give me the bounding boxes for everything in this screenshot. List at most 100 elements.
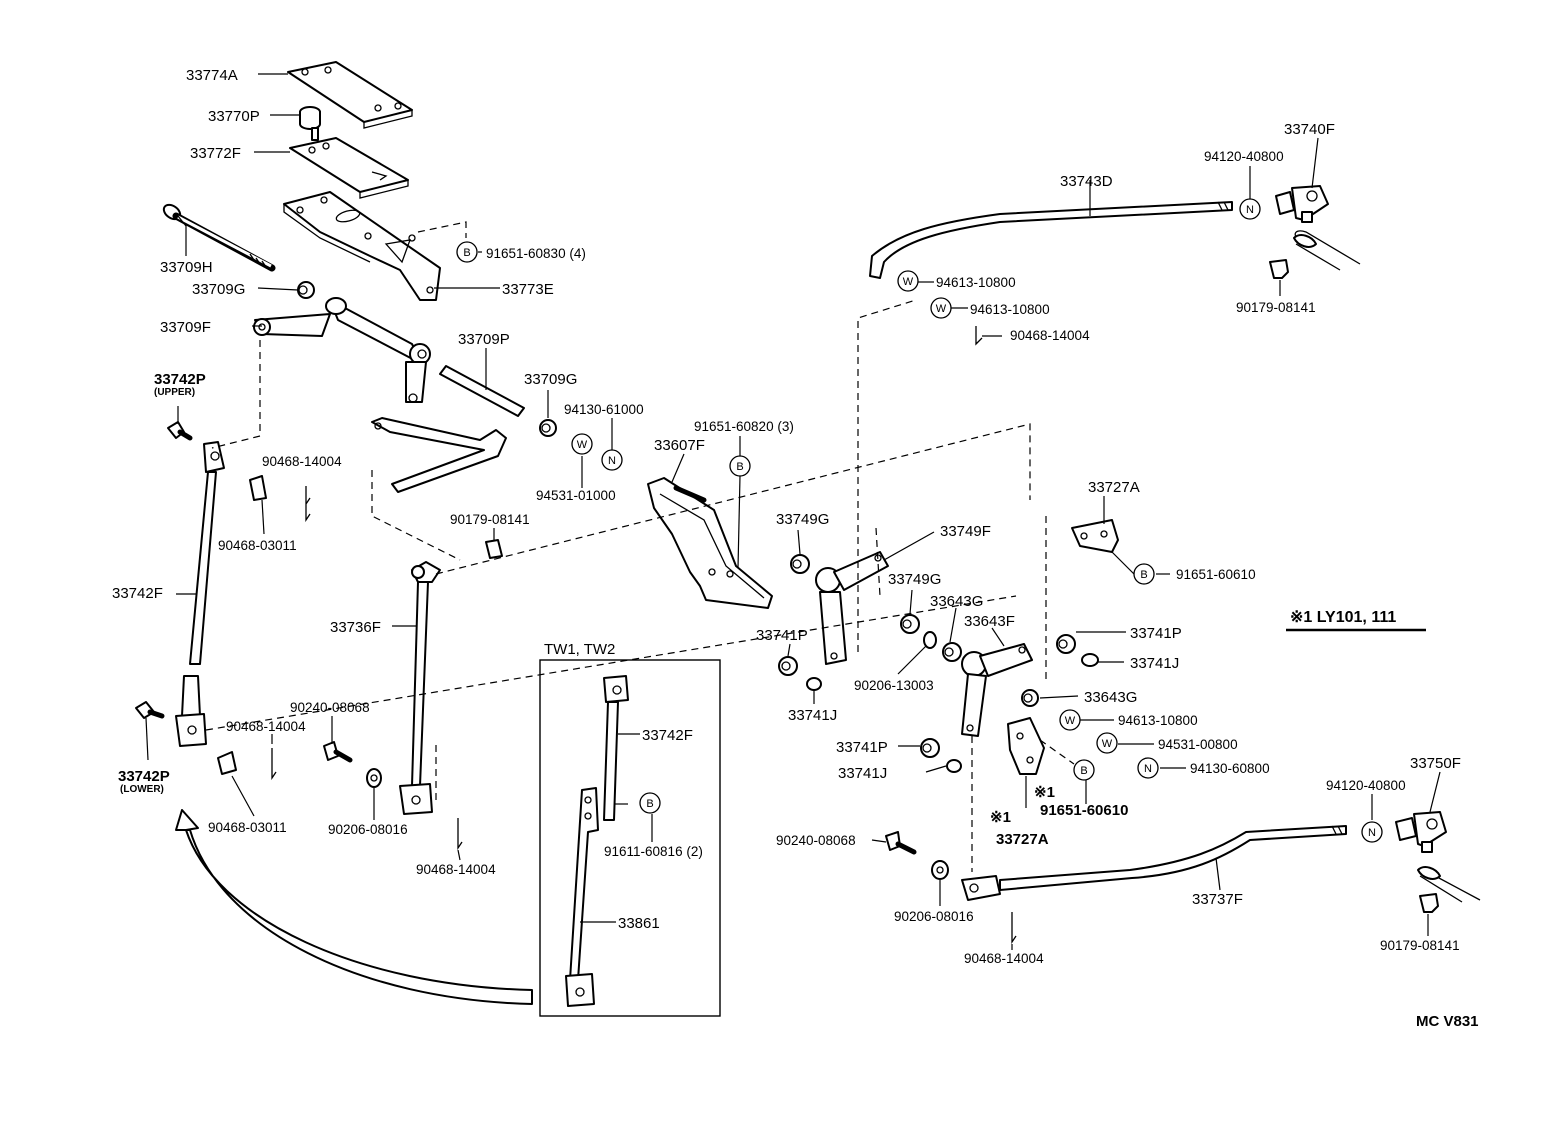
label-33750F: 33750F bbox=[1410, 755, 1461, 772]
label-94120-40800-a: 94120-40800 bbox=[1204, 149, 1284, 164]
label-33727A-a: 33727A bbox=[1088, 479, 1140, 496]
clip-90468-03011-b bbox=[217, 751, 237, 775]
rod-33861 bbox=[565, 787, 599, 1007]
label-lower: (LOWER) bbox=[120, 784, 164, 795]
bushing-33643G-b bbox=[1021, 689, 1039, 707]
label-90468-14004-b: 90468-14004 bbox=[226, 719, 306, 734]
diagram-code: MC V831 bbox=[1416, 1013, 1479, 1030]
bushing-33709G-lower bbox=[539, 419, 557, 437]
symbol-bolt-91611-60816: B bbox=[639, 792, 661, 814]
rod-33742F-inset bbox=[603, 675, 629, 821]
label-33770P: 33770P bbox=[208, 108, 260, 125]
rod-33743D bbox=[869, 201, 1233, 279]
bushing-33741P-b bbox=[1056, 634, 1076, 654]
label-90468-14004-c: 90468-14004 bbox=[416, 862, 496, 877]
symbol-washer-94613-10800-c: W bbox=[1059, 709, 1081, 731]
symbol-washer-94613-10800-a: W bbox=[897, 270, 919, 292]
svg-text:W: W bbox=[903, 276, 914, 288]
label-33740F: 33740F bbox=[1284, 121, 1335, 138]
label-94613-10800-c: 94613-10800 bbox=[1118, 713, 1198, 728]
symbol-bolt-91651-60610-a: B bbox=[1133, 563, 1155, 585]
label-33741P-a: 33741P bbox=[756, 627, 808, 644]
legend: ※1 LY101, 111 bbox=[1286, 609, 1426, 632]
label-90240-08068-b: 90240-08068 bbox=[776, 833, 856, 848]
svg-text:W: W bbox=[1065, 715, 1076, 727]
label-33749F: 33749F bbox=[940, 523, 991, 540]
bushing-33749G-b bbox=[900, 614, 920, 634]
washer-90206-13003 bbox=[923, 631, 937, 649]
svg-text:N: N bbox=[1368, 827, 1376, 839]
label-91651-60820: 91651-60820 (3) bbox=[694, 419, 794, 434]
leader-lines bbox=[145, 73, 1441, 950]
label-33774A: 33774A bbox=[186, 67, 238, 84]
label-94130-60800: 94130-60800 bbox=[1190, 761, 1270, 776]
lever-33749F bbox=[815, 551, 889, 665]
label-90179-08141-b: 90179-08141 bbox=[1236, 300, 1316, 315]
bushing-33741P-a bbox=[778, 656, 798, 676]
label-94613-10800-b: 94613-10800 bbox=[970, 302, 1050, 317]
label-33643F: 33643F bbox=[964, 613, 1015, 630]
bushing-33770P bbox=[299, 106, 321, 130]
bolt-90240-08068-b bbox=[885, 831, 917, 855]
nut-90179-08141-a bbox=[485, 539, 503, 559]
label-91651-60830: 91651-60830 (4) bbox=[486, 246, 586, 261]
direction-arrow bbox=[175, 809, 533, 1005]
svg-text:N: N bbox=[608, 455, 616, 467]
washer-90206-08016-a bbox=[366, 768, 382, 788]
svg-text:B: B bbox=[736, 461, 743, 473]
pin-90468-14004-d bbox=[975, 326, 983, 346]
label-33709G-a: 33709G bbox=[192, 281, 245, 298]
assembly-lines bbox=[205, 221, 1075, 872]
label-90468-03011-a: 90468-03011 bbox=[218, 538, 297, 553]
label-33742F-a: 33742F bbox=[112, 585, 163, 602]
label-33741J-a: 33741J bbox=[788, 707, 837, 724]
label-90206-08016-b: 90206-08016 bbox=[894, 909, 974, 924]
pin-33709P bbox=[439, 365, 525, 417]
label-33709F: 33709F bbox=[160, 319, 211, 336]
label-33607F: 33607F bbox=[654, 437, 705, 454]
balljoint-33750F bbox=[1395, 811, 1447, 853]
symbol-nut-94120-40800-b: N bbox=[1361, 821, 1383, 843]
washer-lower-right bbox=[1417, 866, 1481, 903]
label-33741J-b: 33741J bbox=[1130, 655, 1179, 672]
washer-upper-right bbox=[1293, 230, 1361, 271]
label-90468-14004-a: 90468-14004 bbox=[262, 454, 342, 469]
pin-90468-14004-a bbox=[305, 486, 311, 523]
svg-text:W: W bbox=[1102, 738, 1113, 750]
label-90468-03011-b: 90468-03011 bbox=[208, 820, 287, 835]
label-33773E: 33773E bbox=[502, 281, 554, 298]
bolt-33742P-lower bbox=[135, 701, 165, 719]
label-91651-60610-a: 91651-60610 bbox=[1176, 567, 1256, 582]
pin-90468-14004-e bbox=[1011, 912, 1017, 945]
bushing-33709G-upper bbox=[297, 281, 315, 299]
label-33709P: 33709P bbox=[458, 331, 510, 348]
label-90468-14004-e: 90468-14004 bbox=[964, 951, 1044, 966]
label-33709H: 33709H bbox=[160, 259, 213, 276]
pin-90468-14004-b bbox=[271, 748, 277, 781]
label-94120-40800-b: 94120-40800 bbox=[1326, 778, 1406, 793]
mark-ly-lower: ※1 bbox=[990, 809, 1011, 826]
symbol-washer-94531-00800: W bbox=[1096, 732, 1118, 754]
label-33727A-b: 33727A bbox=[996, 831, 1049, 848]
rod-33736F bbox=[399, 561, 441, 815]
svg-text:B: B bbox=[1080, 765, 1087, 777]
bushing-33741J-a bbox=[806, 677, 822, 691]
lever-33709F bbox=[253, 297, 431, 403]
label-94531-01000: 94531-01000 bbox=[536, 488, 616, 503]
label-94531-00800: 94531-00800 bbox=[1158, 737, 1238, 752]
label-90206-08016-a: 90206-08016 bbox=[328, 822, 408, 837]
bracket-33727A-lower bbox=[1007, 717, 1045, 775]
bracket-33773E bbox=[283, 191, 441, 301]
lever-33643F bbox=[961, 643, 1033, 737]
label-33743D: 33743D bbox=[1060, 173, 1113, 190]
label-33749G-a: 33749G bbox=[776, 511, 829, 528]
label-90179-08141-c: 90179-08141 bbox=[1380, 938, 1460, 953]
label-90240-08068-a: 90240-08068 bbox=[290, 700, 370, 715]
plate-33607F bbox=[647, 477, 773, 609]
label-33643G-a: 33643G bbox=[930, 593, 983, 610]
symbol-washer-94613-10800-b: W bbox=[930, 297, 952, 319]
nut-90179-08141-b bbox=[1269, 259, 1289, 279]
svg-text:N: N bbox=[1144, 763, 1152, 775]
symbol-washer-94531-01000: W bbox=[571, 433, 593, 455]
